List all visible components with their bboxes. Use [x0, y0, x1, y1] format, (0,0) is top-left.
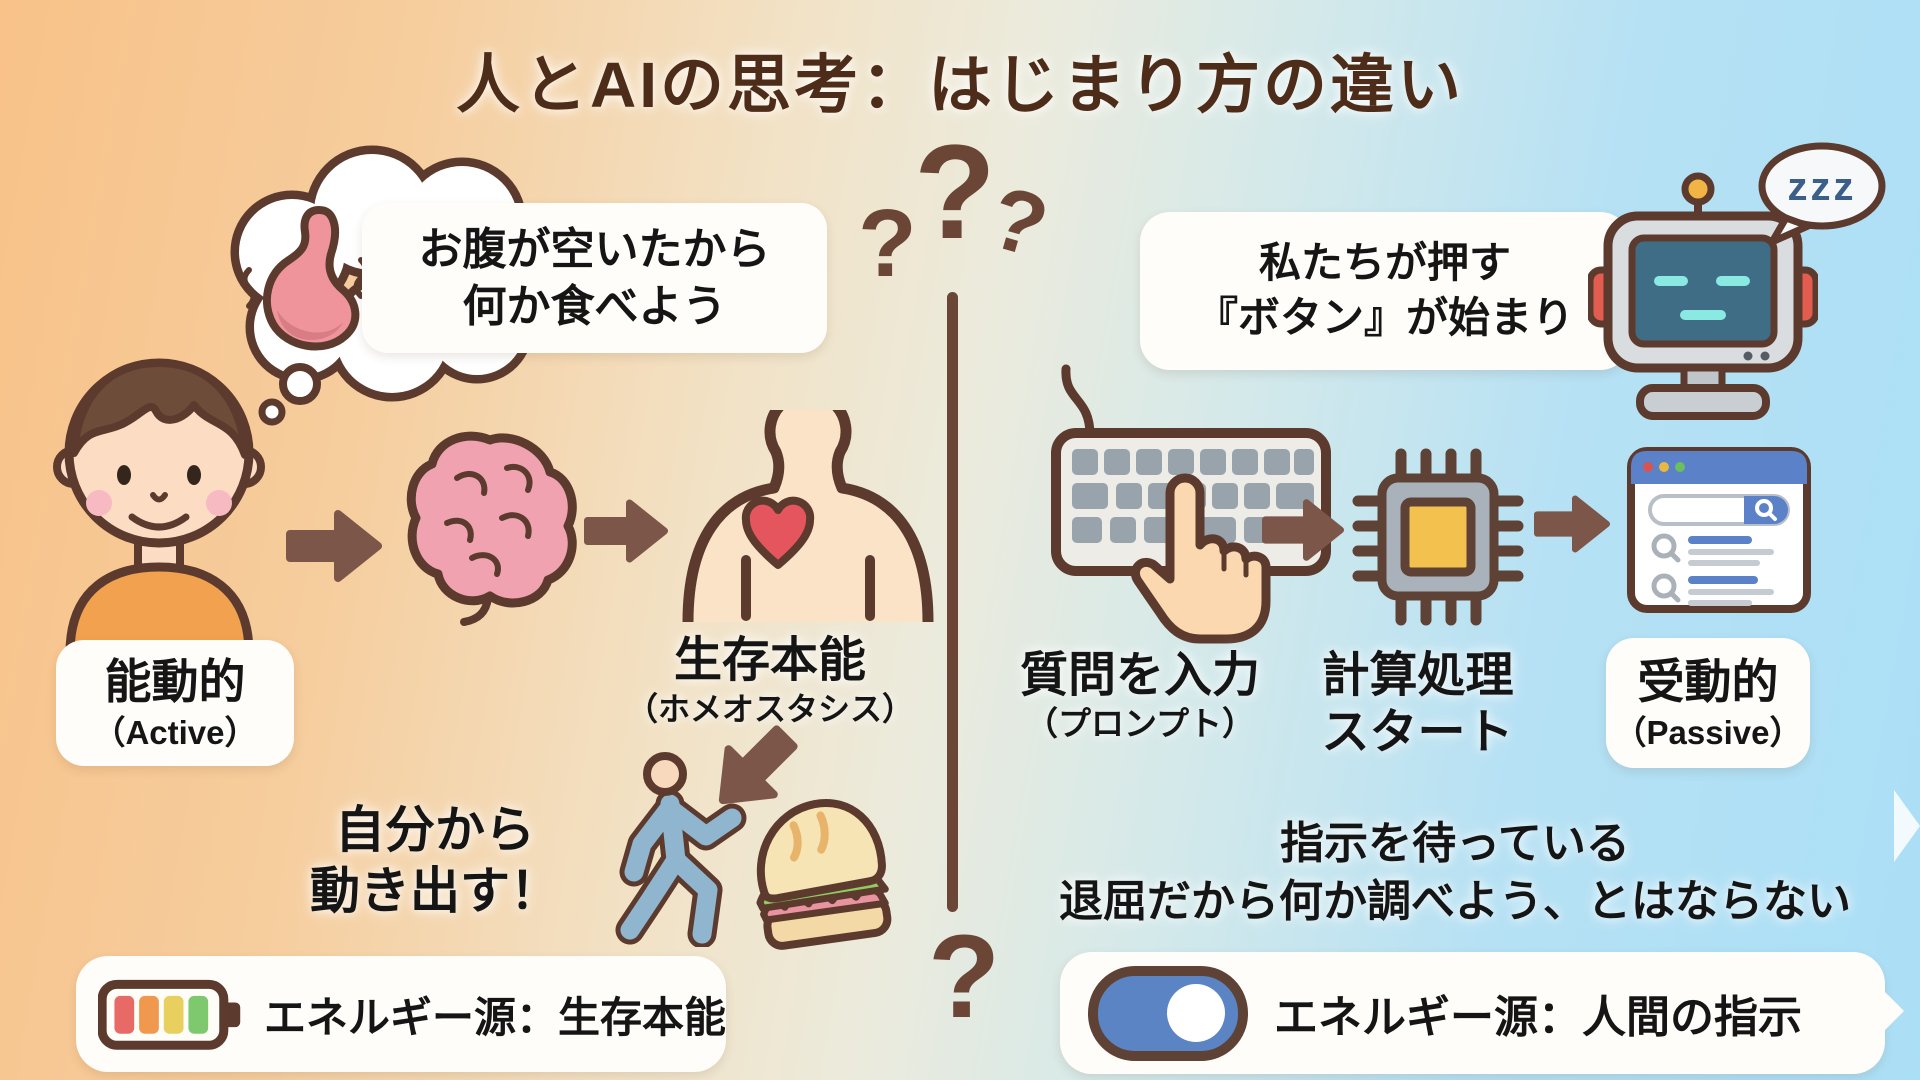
sandwich-icon [756, 798, 892, 950]
input-title: 質問を入力 [1019, 649, 1260, 702]
pointing-hand-icon [1130, 473, 1271, 644]
arrow-right-icon [584, 499, 668, 563]
walking-person-icon [615, 752, 747, 947]
robot-eye-left [1654, 276, 1688, 286]
ai-note-line1: 指示を待っている [1280, 819, 1630, 868]
instinct-title: 生存本能 [673, 634, 866, 687]
robot-eye-right [1716, 276, 1750, 286]
zzz-text: zzz [1788, 165, 1857, 209]
thought-line1: お腹が空いたから [418, 224, 771, 274]
battery-icon [98, 979, 241, 1050]
toggle-switch-icon [1088, 965, 1248, 1061]
ai-energy-badge: エネルギー源：人間の指示 [1060, 952, 1885, 1074]
sleep-bubble-icon: zzz [1758, 142, 1886, 246]
cpu-chip-icon [1352, 448, 1524, 626]
ai-bubble-box: 私たちが押す 『ボタン』が始まり [1140, 212, 1630, 370]
question-mark-left: ? [858, 190, 917, 297]
ai-bubble-line2: 『ボタン』が始まり [1195, 294, 1574, 341]
instinct-label: 生存本能 （ホメオスタシス） [590, 632, 950, 728]
stomach-icon [241, 206, 369, 351]
arrow-right-icon [1534, 495, 1610, 553]
compute-line1: 計算処理 [1321, 649, 1514, 702]
question-mark-mid: ? [914, 118, 996, 267]
instinct-sub: （ホメオスタシス） [625, 690, 914, 727]
active-label-jp: 能動的 [104, 655, 246, 708]
compute-step-label: 計算処理 スタート [1320, 648, 1515, 761]
heart-icon [741, 496, 815, 569]
arrow-down-left-icon [718, 725, 798, 805]
robot-mouth [1680, 310, 1726, 320]
self-action-label: 自分から 動き出す！ [280, 800, 590, 922]
action-line2: 動き出す！ [310, 863, 560, 919]
action-line1: 自分から [335, 802, 535, 858]
active-mode-badge: 能動的 （Active） [56, 640, 294, 766]
human-energy-label: エネルギー源：生存本能 [263, 993, 726, 1041]
thought-line2: 何か食べよう [462, 282, 727, 331]
ai-note: 指示を待っている 退屈だから何か調べよう、とはならない [1005, 815, 1905, 931]
center-divider [947, 292, 958, 912]
ai-note-line2: 退屈だから何か調べよう、とはならない [1059, 877, 1851, 927]
badge-tail [1878, 985, 1904, 1037]
human-thought-box: お腹が空いたから 何か食べよう [362, 203, 827, 353]
search-icon [1755, 499, 1773, 517]
passive-label-jp: 受動的 [1637, 655, 1779, 708]
boy-icon [53, 358, 265, 653]
compute-line2: スタート [1321, 705, 1514, 759]
passive-mode-badge: 受動的 （Passive） [1606, 638, 1810, 768]
thought-trail-bubble [279, 363, 321, 405]
body-heart-icon [682, 410, 934, 622]
passive-label-en: （Passive） [1613, 713, 1803, 751]
ai-bubble-line1: 私たちが押す [1258, 239, 1511, 287]
ai-energy-label: エネルギー源：人間の指示 [1274, 993, 1802, 1042]
edge-arrow-decoration [1894, 790, 1920, 862]
question-mark-bottom: ? [928, 911, 1001, 1043]
arrow-right-icon [1262, 499, 1344, 561]
brain-icon [406, 431, 577, 626]
input-sub: （プロンプト） [1024, 704, 1255, 742]
human-energy-badge: エネルギー源：生存本能 [76, 956, 726, 1072]
browser-window-icon [1627, 447, 1811, 613]
input-step-label: 質問を入力 （プロンプト） [1010, 648, 1270, 744]
robot-icon [1588, 172, 1818, 420]
active-label-en: （Active） [92, 713, 258, 751]
arrow-right-icon [286, 510, 382, 582]
page-title: 人とAIの思考：はじまり方の違い [456, 49, 1464, 121]
